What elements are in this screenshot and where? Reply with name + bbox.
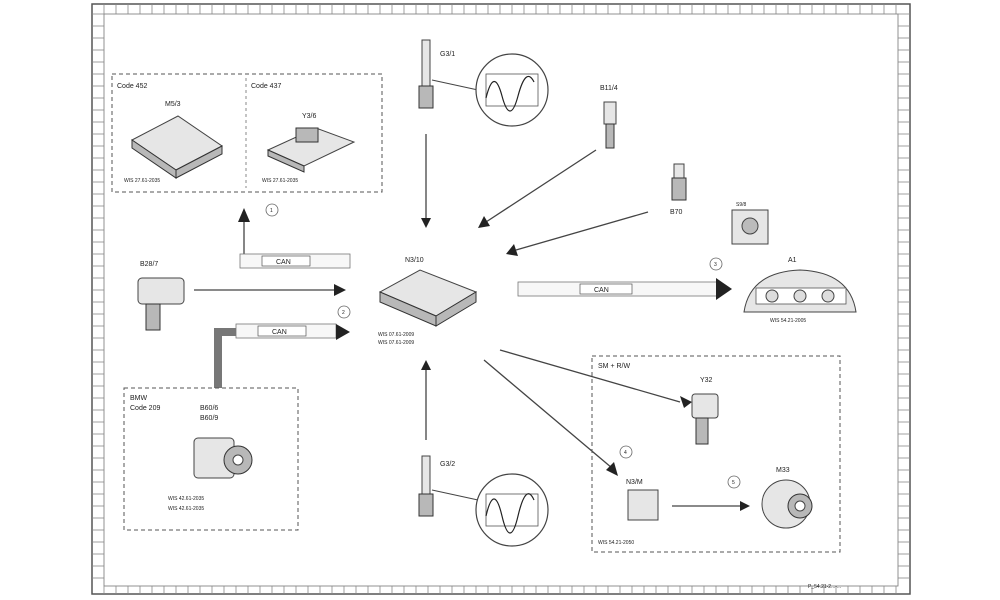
sm-rw-label: SM + R/W xyxy=(598,363,630,370)
wis-m5-3-label: WIS 27.61-2035 xyxy=(124,178,160,184)
b28-7-label: B28/7 xyxy=(140,261,158,268)
code-452-label: Code 452 xyxy=(117,83,147,90)
num-5: 5 xyxy=(732,480,735,486)
g3-1-label: G3/1 xyxy=(440,51,455,58)
y3-6-valve-icon xyxy=(266,127,356,173)
s9-label: S9/8 xyxy=(736,202,747,208)
can-top-arrowhead xyxy=(238,208,250,222)
b11-4-sensor: B11/4 xyxy=(478,85,618,228)
can-bus-lower-left: CAN 2 xyxy=(214,305,351,388)
wis-n3-10-a: WIS 07.61-2009 xyxy=(378,332,414,338)
num-3: 3 xyxy=(714,262,717,268)
bmw-code-209-group: BMW Code 209 B60/6 B60/9 WIS 42.61-2035 … xyxy=(123,387,299,531)
can-bus-top: CAN 1 xyxy=(238,203,351,269)
b70-label: B70 xyxy=(670,209,683,216)
num-2: 2 xyxy=(342,310,345,316)
g3-1-signal-circle xyxy=(475,53,549,127)
g3-2-label: G3/2 xyxy=(440,461,455,468)
wis-b60-a: WIS 42.61-2035 xyxy=(168,496,204,502)
sm-rw-group: SM + R/W Y32 4 N3/M WIS 54.21-2050 5 M33 xyxy=(591,355,841,553)
comfort-module-group: Code 452 Code 437 M5/3 Y3/6 WIS 27.61-20… xyxy=(111,73,383,193)
g3-2-waveform xyxy=(485,493,535,534)
wis-a1: WIS 54.21-2005 xyxy=(770,318,806,324)
n3-m-label: N3/M xyxy=(626,479,643,486)
y3-6-label: Y3/6 xyxy=(302,113,317,120)
wis-y3-6-label: WIS 27.61-2035 xyxy=(262,178,298,184)
y32-label: Y32 xyxy=(700,377,713,384)
b11-4-label: B11/4 xyxy=(600,85,618,92)
wis-n3-m: WIS 54.21-2050 xyxy=(598,540,634,546)
b60-9-label: B60/9 xyxy=(200,415,218,422)
wis-n3-10-b: WIS 07.61-2009 xyxy=(378,340,414,346)
num-4: 4 xyxy=(624,450,627,456)
g3-2-sensor: G3/2 xyxy=(418,360,549,547)
bmw-label: BMW xyxy=(130,395,148,402)
m5-3-module-icon xyxy=(131,115,223,179)
code-209-label: Code 209 xyxy=(130,405,160,412)
num-1: 1 xyxy=(270,208,273,214)
can-label-right: CAN xyxy=(594,287,609,294)
can-label-top: CAN xyxy=(276,259,291,266)
n3-10-control-unit: N3/10 WIS 07.61-2009 WIS 07.61-2009 xyxy=(378,257,478,346)
a1-instrument-cluster: A1 WIS 54.21-2005 S9/8 xyxy=(731,202,857,324)
n3-10-label: N3/10 xyxy=(405,257,424,264)
code-437-label: Code 437 xyxy=(251,83,281,90)
b70-sensor: B70 xyxy=(506,163,687,256)
b28-7-sensor: B28/7 xyxy=(137,261,346,331)
g3-1-waveform xyxy=(485,75,535,112)
m33-label: M33 xyxy=(776,467,790,474)
m5-3-label: M5/3 xyxy=(165,101,181,108)
footer-code: P_54.21-2...-... xyxy=(808,584,841,590)
diagram-frame xyxy=(91,3,911,595)
n3-10-outputs xyxy=(483,349,692,476)
b60-6-label: B60/6 xyxy=(200,405,218,412)
g3-1-sensor: G3/1 xyxy=(418,39,549,228)
can-bus-right: CAN 3 xyxy=(517,257,732,300)
can-label-lower: CAN xyxy=(272,329,287,336)
a1-label: A1 xyxy=(788,257,797,264)
wis-b60-b: WIS 42.61-2035 xyxy=(168,506,204,512)
g3-2-signal-circle xyxy=(475,473,549,547)
